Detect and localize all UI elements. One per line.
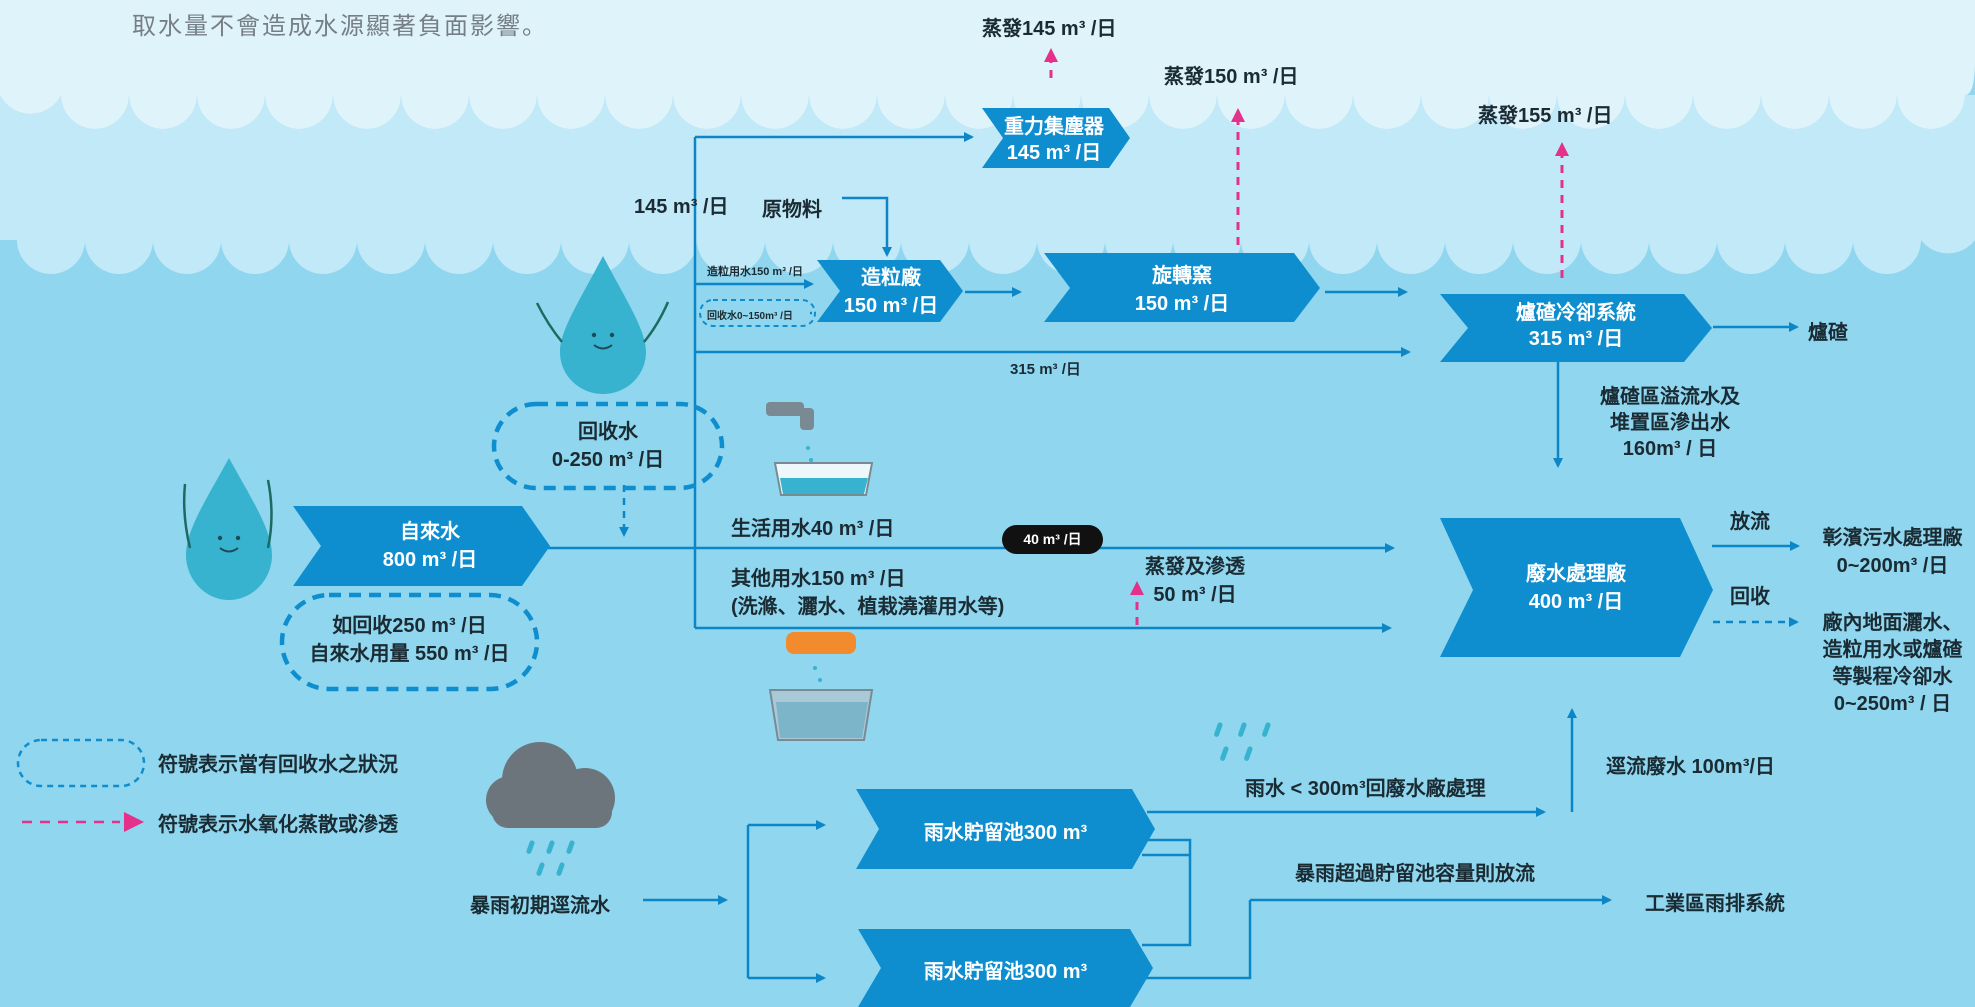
domestic-water-label: 生活用水40 m³ /日 (731, 518, 895, 540)
pond2-box (858, 929, 1153, 1007)
sky-band (0, 0, 1975, 129)
slag-box (1440, 294, 1712, 362)
water-drop-mascot-icon (182, 458, 273, 600)
process-boxes (293, 108, 1713, 1007)
flow-315-label: 315 m³ /日 (1010, 361, 1081, 378)
kiln-evap-label: 蒸發150 m³ /日 (1164, 66, 1299, 88)
pond2-label: 雨水貯留池300 m³ (923, 961, 1088, 983)
tap-note-oval (279, 592, 540, 692)
laundry-basin-icon (768, 632, 874, 741)
tap-note-label: 如回收250 m³ /日自來水用量 550 m³ /日 (309, 615, 510, 665)
rain-to-wwtp-label: 雨水 < 300m³回廢水廠處理 (1245, 778, 1486, 800)
storm-drain-label: 工業區雨排系統 (1645, 893, 1785, 915)
mid-band (0, 95, 1975, 274)
dust-evap-label: 蒸發145 m³ /日 (982, 18, 1117, 40)
raw-material-label: 原物料 (762, 199, 822, 221)
branch-145-label: 145 m³ /日 (634, 196, 729, 218)
storm-runoff-label: 暴雨初期逕流水 (470, 895, 610, 917)
slag-output-label: 爐碴 (1808, 322, 1848, 344)
pond1-label: 雨水貯留池300 m³ (923, 822, 1088, 844)
slag-evap-label: 蒸發155 m³ /日 (1478, 105, 1613, 127)
legend-evap-label: 符號表示水氧化蒸散或滲透 (158, 814, 398, 836)
flow-lines (548, 132, 1800, 983)
domestic-badge: 40 m³ /日 (1023, 531, 1082, 547)
granulation-recycle-oval (699, 299, 816, 327)
kiln-box (1044, 253, 1320, 322)
legend-recycle-label: 符號表示當有回收水之狀況 (158, 754, 398, 776)
tap-water-box (293, 506, 550, 586)
wwtp-box (1440, 518, 1713, 657)
intro-text: 取水量不會造成水源顯著負面影響。 (132, 13, 548, 40)
granulation-water-label: 造粒用水150 m³ /日 (707, 266, 803, 278)
water-drop-mascot-icon (535, 256, 670, 394)
legend-arrow-icon (124, 812, 144, 832)
granulation-box (817, 260, 963, 322)
granulation-recycle-label: 回收水0~150m³ /日 (707, 311, 793, 322)
recycled-lines (22, 311, 1799, 824)
faucet-basin-icon (766, 402, 874, 496)
raindrops-icon (1214, 722, 1271, 761)
evaporation-lines (1044, 48, 1569, 625)
domestic-badge-bg (1002, 525, 1103, 554)
other-water-label: 其他用水150 m³ /日(洗滌、灑水、植栽澆灌用水等) (731, 568, 1005, 618)
rain-cloud-icon (486, 742, 615, 876)
runoff-wastewater-label: 逕流廢水 100m³/日 (1606, 756, 1775, 778)
discharge-label: 放流 (1730, 511, 1770, 533)
recover-label: 回收 (1730, 586, 1770, 608)
legend-oval-icon (16, 738, 146, 788)
recycled-water-oval (491, 401, 725, 491)
pond1-box (856, 789, 1155, 869)
overflow-rule-label: 暴雨超過貯留池容量則放流 (1295, 863, 1535, 885)
recycle-outlines (16, 299, 816, 788)
dust-collector-box (982, 108, 1130, 168)
